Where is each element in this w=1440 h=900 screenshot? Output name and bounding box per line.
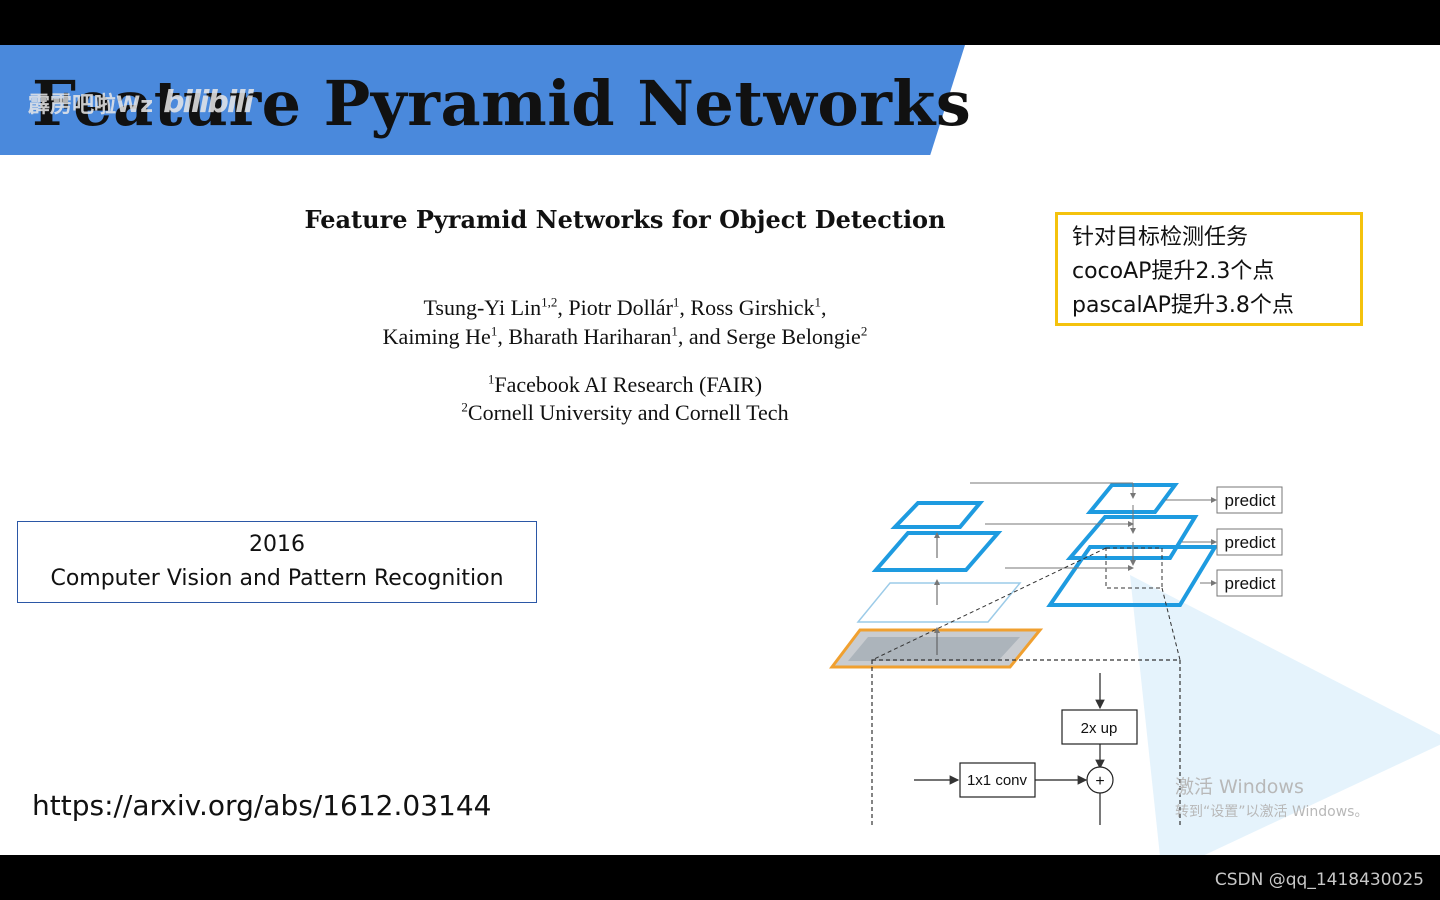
upsample-box — [1061, 709, 1138, 745]
feature-layer-top — [890, 501, 985, 529]
top-down-pyramid — [970, 482, 1219, 607]
bottom-up-pyramid — [828, 501, 1044, 669]
feature-layer-thin — [856, 582, 1022, 623]
affiliation-1: 1Facebook AI Research (FAIR) — [487, 371, 763, 397]
bottom-letterbox — [0, 855, 1440, 900]
detail-frame — [871, 659, 1181, 825]
image-content — [848, 637, 1020, 661]
venue-box: 2016 Computer Vision and Pattern Recogni… — [17, 521, 537, 603]
venue-name: Computer Vision and Pattern Recognition — [50, 566, 504, 591]
improvement-note-box: 针对目标检测任务 cocoAP提升2.3个点 pascalAP提升3.8个点 — [1055, 212, 1363, 326]
bilibili-logo-icon: bilibili — [163, 85, 254, 120]
activate-hint: 转到“设置”以激活 Windows。 — [1175, 804, 1369, 820]
authors: Tsung-Yi Lin1,2, Piotr Dollár1, Ross Gir… — [0, 293, 1250, 351]
predict-label: predict — [1224, 533, 1275, 552]
note-line: cocoAP提升2.3个点 — [1072, 259, 1275, 284]
windows-activation-watermark: 激活 Windows 转到“设置”以激活 Windows。 — [1175, 772, 1368, 821]
upsample-label: 2x up — [1081, 720, 1118, 737]
predict-label: predict — [1224, 491, 1275, 510]
csdn-credit: CSDN @qq_1418430025 — [1214, 870, 1424, 890]
authors-line-1: Tsung-Yi Lin1,2, Piotr Dollár1, Ross Gir… — [423, 294, 827, 320]
affiliations: 1Facebook AI Research (FAIR) 2Cornell Un… — [0, 371, 1250, 427]
slide: Feature Pyramid Networks 霹雳吧啦Wz bilibili… — [0, 45, 1440, 855]
pyramid-level-p4 — [1065, 515, 1199, 560]
slide-title: Feature Pyramid Networks — [32, 67, 972, 140]
affiliation-2: 2Cornell University and Cornell Tech — [461, 399, 789, 425]
conv-box — [959, 762, 1036, 798]
top-letterbox — [0, 0, 1440, 45]
predict-labels: predict predict predict — [1216, 486, 1283, 597]
note-line: pascalAP提升3.8个点 — [1072, 293, 1294, 318]
conv-label: 1x1 conv — [967, 772, 1028, 789]
merge-detail: 2x up 1x1 conv + — [871, 547, 1181, 825]
pyramid-level-p5 — [1085, 483, 1179, 514]
venue-year: 2016 — [249, 532, 305, 557]
activate-title: 激活 Windows — [1175, 776, 1304, 798]
feature-layer-mid — [871, 531, 1003, 572]
predict-label: predict — [1224, 574, 1275, 593]
paper-url: https://arxiv.org/abs/1612.03144 — [32, 789, 492, 822]
bilibili-watermark: 霹雳吧啦Wz bilibili — [28, 85, 254, 120]
watermark-text: 霹雳吧啦Wz — [28, 92, 154, 118]
paper-title: Feature Pyramid Networks for Object Dete… — [304, 205, 946, 234]
add-symbol: + — [1095, 773, 1104, 790]
authors-line-2: Kaiming He1, Bharath Hariharan1, and Ser… — [382, 323, 868, 349]
pyramid-level-p3 — [1046, 545, 1219, 607]
fpn-diagram: predict predict predict 2x up 1x1 conv + — [828, 482, 1283, 825]
title-band — [0, 45, 965, 155]
note-line: 针对目标检测任务 — [1072, 225, 1249, 250]
